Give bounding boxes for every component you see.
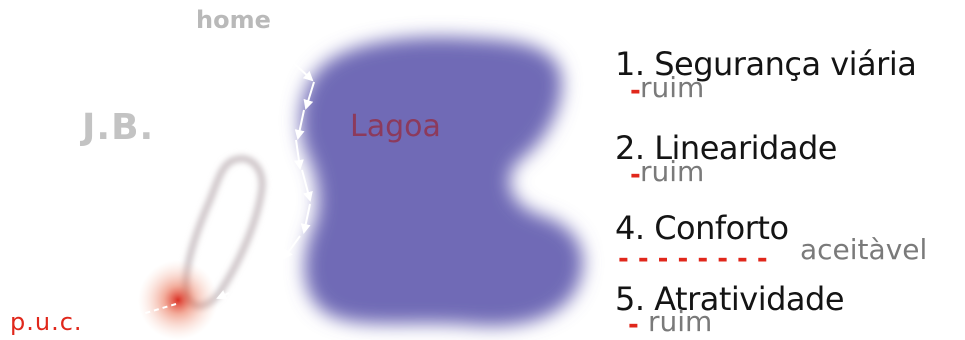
puc-glow	[138, 260, 218, 340]
label-puc: p.u.c.	[10, 308, 83, 336]
criterion-2-label: 2. Linearidade	[615, 129, 837, 167]
route-arrows	[120, 54, 315, 323]
criterion-2-rating: ruim	[640, 155, 705, 188]
label-lagoa: Lagoa	[350, 109, 441, 144]
criterion-4-label: 4. Conforto	[615, 209, 789, 247]
criterion-4-marker: - - - - - - - -	[618, 244, 768, 274]
criterion-1-label: 1. Segurança viária	[615, 45, 917, 83]
lagoa-shape	[300, 36, 584, 327]
criterion-1-marker: -	[630, 76, 641, 106]
criterion-5-rating: ruim	[648, 305, 713, 338]
label-home: home	[196, 6, 271, 34]
label-jb: J.B.	[82, 107, 155, 148]
criterion-1-rating: ruim	[640, 71, 705, 104]
criterion-5-marker: -	[628, 310, 639, 340]
criterion-5-label: 5. Atratividade	[615, 280, 845, 318]
criterion-2-marker: -	[630, 160, 641, 190]
criterion-4-rating: aceitàvel	[800, 233, 928, 266]
